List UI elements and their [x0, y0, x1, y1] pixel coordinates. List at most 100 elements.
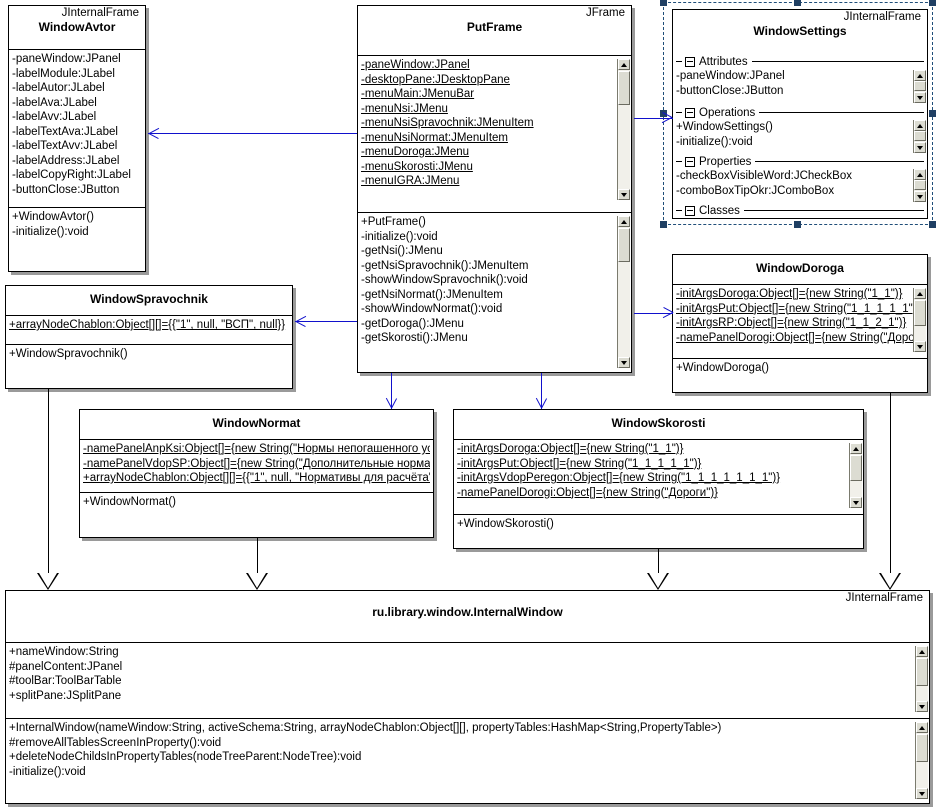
scroll-down-arrow-icon[interactable]	[916, 788, 928, 799]
class-stereotype: JFrame	[586, 7, 625, 19]
operations-scrollbar[interactable]	[617, 216, 630, 368]
operations-compartment[interactable]: +PutFrame() -initialize():void -getNsi()…	[358, 212, 631, 372]
collapse-minus-icon[interactable]	[685, 205, 695, 216]
attributes-compartment[interactable]: +arrayNodeChablon:Object[][]={{"1", null…	[6, 316, 292, 344]
selection-handle-e[interactable]	[929, 110, 936, 117]
generalization-windowdoroga-internalwindow[interactable]	[890, 393, 891, 573]
operations-scrollbar[interactable]	[915, 722, 928, 799]
class-box-window-skorosti[interactable]: WindowSkorosti -initArgsDoroga:Object[]=…	[453, 409, 864, 549]
group-header-classes[interactable]: Classes	[676, 203, 924, 218]
dependency-putframe-windowavtor[interactable]	[148, 133, 357, 134]
scroll-up-arrow-icon[interactable]	[618, 59, 630, 70]
scroll-thumb[interactable]	[914, 180, 926, 190]
attribute-row: -menuMain:JMenuBar	[361, 88, 475, 100]
attribute-row: -namePanelDorogi:Object[]={new String("Д…	[676, 331, 924, 344]
scroll-down-arrow-icon[interactable]	[914, 191, 926, 202]
operations-scrollbar[interactable]	[913, 120, 926, 153]
attributes-compartment[interactable]: -initArgsDoroga:Object[]={new String("1_…	[673, 285, 927, 358]
scroll-down-arrow-icon[interactable]	[914, 341, 926, 352]
scroll-thumb[interactable]	[914, 81, 926, 91]
selection-handle-nw[interactable]	[660, 0, 667, 6]
dependency-putframe-windownormat[interactable]	[391, 373, 392, 409]
attribute-row: -initArgsRP:Object[]={new String("1_1_2_…	[676, 317, 907, 329]
attributes-scrollbar[interactable]	[915, 646, 928, 712]
operations-compartment[interactable]: +WindowSpravochnik()	[6, 344, 292, 388]
selection-handle-s[interactable]	[794, 221, 801, 228]
collapse-minus-icon[interactable]	[685, 107, 695, 118]
scroll-down-arrow-icon[interactable]	[618, 189, 630, 200]
scroll-down-arrow-icon[interactable]	[914, 92, 926, 103]
class-box-window-settings[interactable]: JInternalFrame WindowSettings Attributes…	[672, 9, 928, 219]
selection-handle-ne[interactable]	[929, 0, 936, 6]
operations-compartment[interactable]: +WindowDoroga()	[673, 358, 927, 392]
class-box-window-doroga[interactable]: WindowDoroga -initArgsDoroga:Object[]={n…	[672, 254, 928, 393]
attributes-group[interactable]: Attributes -paneWindow:JPanel -buttonClo…	[673, 54, 927, 105]
attribute-row: -labelAvv:JLabel	[12, 111, 97, 123]
collapse-minus-icon[interactable]	[685, 156, 695, 167]
group-header-attributes[interactable]: Attributes	[676, 54, 924, 69]
attributes-compartment[interactable]: +nameWindow:String #panelContent:JPanel …	[6, 643, 929, 718]
classes-group[interactable]: Classes #ClassNameTreeCellRenderer	[673, 203, 927, 218]
attributes-scrollbar[interactable]	[913, 70, 926, 103]
operations-compartment[interactable]: +InternalWindow(nameWindow:String, activ…	[6, 718, 929, 803]
operations-compartment[interactable]: +WindowAvtor() -initialize():void	[9, 207, 145, 270]
operations-group[interactable]: Operations +WindowSettings() -initialize…	[673, 105, 927, 154]
scroll-down-arrow-icon[interactable]	[618, 357, 630, 368]
dependency-putframe-windowsettings[interactable]	[634, 118, 673, 119]
class-box-window-spravochnik[interactable]: WindowSpravochnik +arrayNodeChablon:Obje…	[5, 285, 293, 389]
attributes-scrollbar[interactable]	[617, 59, 630, 200]
operation-row: -showWindowSpravochnik():void	[361, 274, 528, 286]
scroll-thumb[interactable]	[916, 658, 928, 686]
scroll-up-arrow-icon[interactable]	[914, 120, 926, 131]
group-header-properties[interactable]: Properties	[676, 154, 924, 169]
selection-handle-se[interactable]	[929, 221, 936, 228]
properties-scrollbar[interactable]	[913, 169, 926, 202]
class-header-window-skorosti: WindowSkorosti	[454, 410, 863, 440]
dependency-putframe-windowdoroga[interactable]	[634, 313, 673, 314]
class-box-internal-window[interactable]: JInternalFrame ru.library.window.Interna…	[5, 590, 930, 804]
properties-group[interactable]: Properties -checkBoxVisibleWord:JCheckBo…	[673, 154, 927, 203]
class-box-window-normat[interactable]: WindowNormat -namePanelAnpKsi:Object[]={…	[79, 409, 434, 538]
scroll-up-arrow-icon[interactable]	[914, 288, 926, 299]
generalization-windowspravochnik-internalwindow[interactable]	[48, 389, 49, 573]
scroll-up-arrow-icon[interactable]	[916, 722, 928, 733]
attribute-row: -initArgsVdopPeregon:Object[]={new Strin…	[457, 472, 781, 484]
scroll-thumb[interactable]	[850, 455, 862, 481]
scroll-thumb[interactable]	[618, 228, 630, 262]
scroll-thumb[interactable]	[618, 71, 630, 105]
scroll-down-arrow-icon[interactable]	[850, 497, 862, 508]
selection-handle-n[interactable]	[794, 0, 801, 6]
class-box-window-avtor[interactable]: JInternalFrame WindowAvtor -paneWindow:J…	[8, 5, 146, 272]
operations-compartment[interactable]: +WindowSkorosti()	[454, 514, 863, 548]
dependency-putframe-windowspravochnik[interactable]	[295, 321, 357, 322]
attributes-scrollbar[interactable]	[849, 443, 862, 508]
class-stereotype: JInternalFrame	[61, 7, 139, 19]
scroll-thumb[interactable]	[916, 734, 928, 762]
attributes-scrollbar[interactable]	[913, 288, 926, 352]
scroll-up-arrow-icon[interactable]	[914, 169, 926, 180]
scroll-down-arrow-icon[interactable]	[914, 142, 926, 153]
class-header-internal-window: JInternalFrame ru.library.window.Interna…	[6, 591, 929, 643]
scroll-up-arrow-icon[interactable]	[916, 646, 928, 657]
scroll-up-arrow-icon[interactable]	[914, 70, 926, 81]
group-label: Properties	[699, 155, 752, 168]
group-header-operations[interactable]: Operations	[676, 105, 924, 120]
collapse-minus-icon[interactable]	[685, 56, 695, 67]
attributes-compartment[interactable]: -namePanelAnpKsi:Object[]={new String("Н…	[80, 440, 433, 492]
generalization-windownormat-internalwindow[interactable]	[257, 538, 258, 573]
operations-compartment[interactable]: +WindowNormat()	[80, 492, 433, 537]
scroll-down-arrow-icon[interactable]	[916, 701, 928, 712]
scroll-up-arrow-icon[interactable]	[618, 216, 630, 227]
attribute-row: -namePanelDorogi:Object[]={new String("Д…	[457, 486, 718, 499]
class-box-put-frame[interactable]: JFrame PutFrame -paneWindow:JPanel -desk…	[357, 5, 632, 373]
selection-handle-sw[interactable]	[660, 221, 667, 228]
dependency-putframe-windowskorosti[interactable]	[541, 373, 542, 409]
scroll-thumb[interactable]	[914, 131, 926, 141]
attribute-row: +nameWindow:String	[9, 646, 119, 658]
attributes-compartment[interactable]: -initArgsDoroga:Object[]={new String("1_…	[454, 440, 863, 514]
scroll-thumb[interactable]	[914, 300, 926, 326]
generalization-windowskorosti-internalwindow[interactable]	[658, 549, 659, 573]
attributes-compartment[interactable]: -paneWindow:JPanel -labelModule:JLabel -…	[9, 50, 145, 207]
scroll-up-arrow-icon[interactable]	[850, 443, 862, 454]
attributes-compartment[interactable]: -paneWindow:JPanel -desktopPane:JDesktop…	[358, 56, 631, 212]
